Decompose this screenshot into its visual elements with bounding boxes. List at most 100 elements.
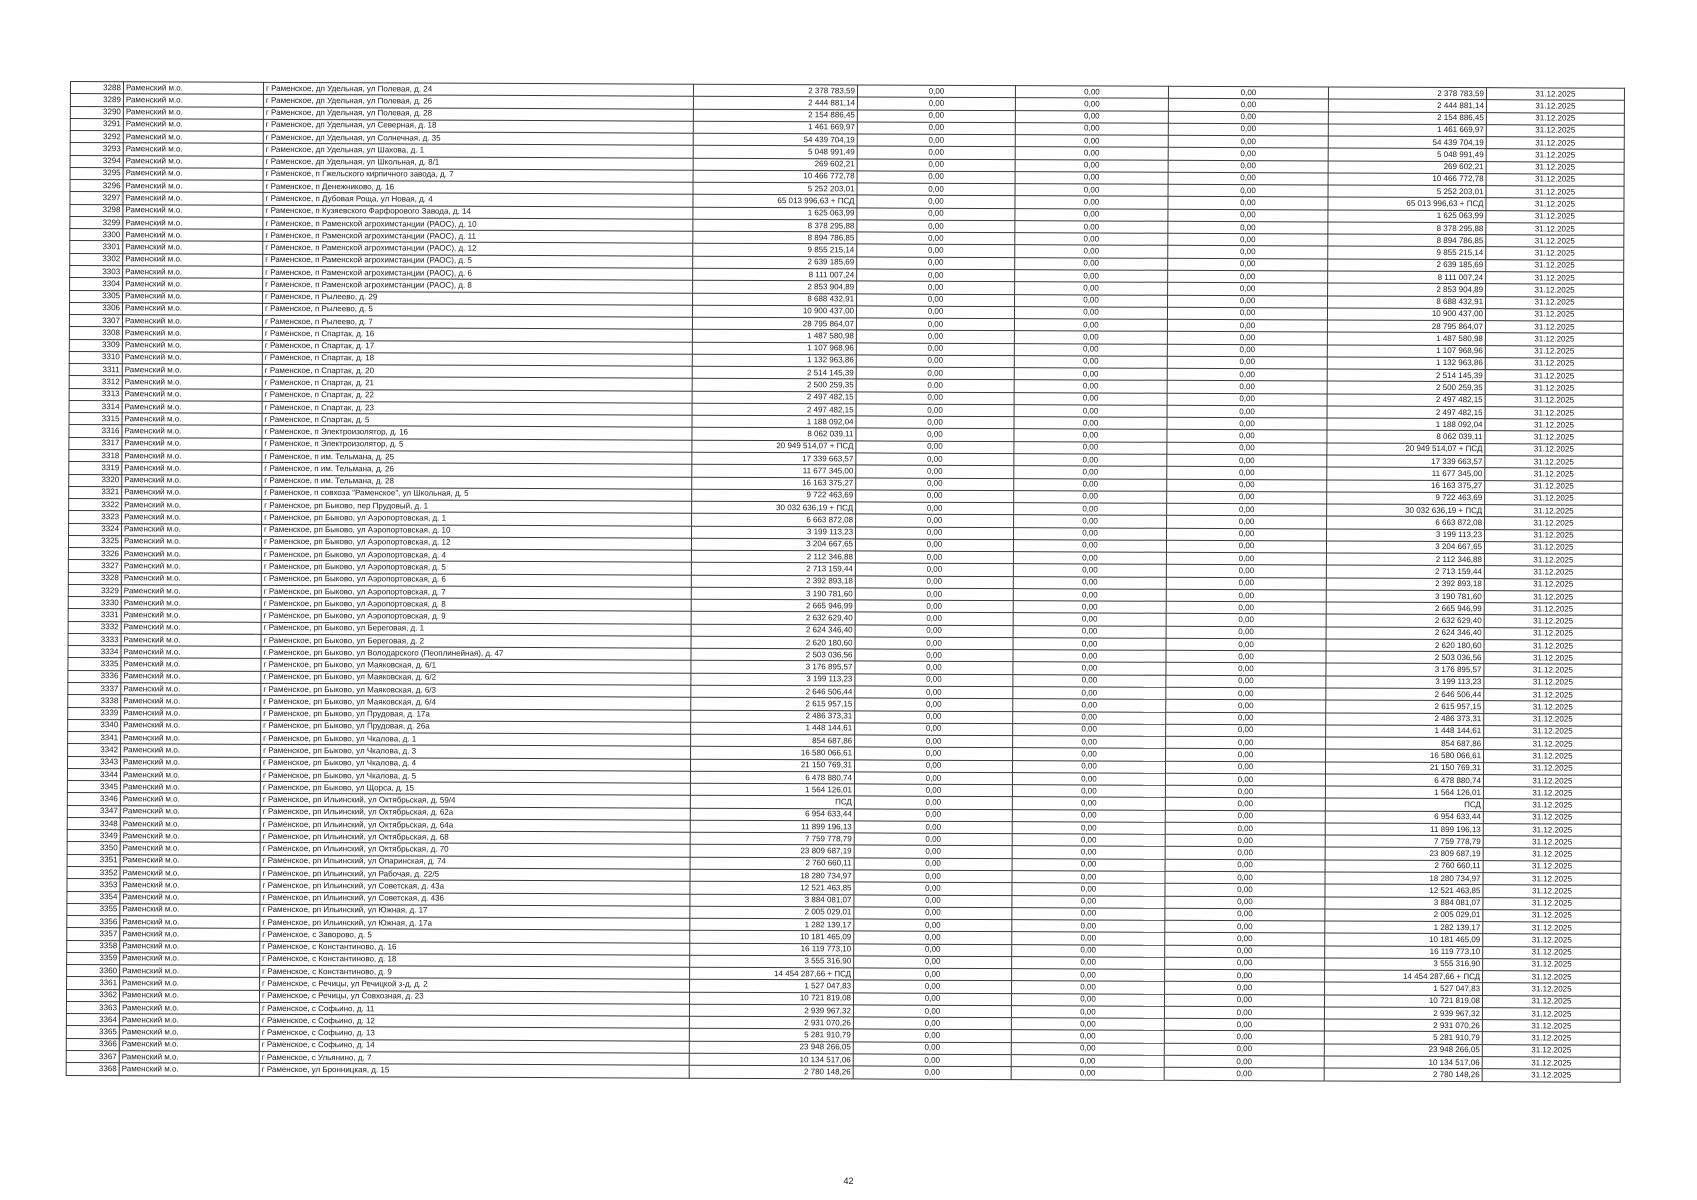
row-number-cell: 3367 (66, 1050, 120, 1063)
total-amount-cell: 12 521 463,85 (1324, 884, 1484, 898)
zero-cell-3: 0,00 (1165, 748, 1326, 762)
zero-cell-1: 0,00 (857, 97, 1016, 111)
municipality-cell: Раменский м.о. (123, 93, 264, 107)
row-number-cell: 3330 (68, 596, 122, 610)
amount-cell: 10 466 772,78 (693, 170, 858, 184)
zero-cell-1: 0,00 (853, 1017, 1012, 1031)
zero-cell-1: 0,00 (853, 943, 1012, 957)
amount-cell: 1 282 139,17 (689, 918, 854, 932)
zero-cell-2: 0,00 (1013, 502, 1167, 516)
zero-cell-3: 0,00 (1164, 1067, 1325, 1081)
municipality-cell: Раменский м.о. (122, 351, 263, 365)
municipality-cell: Раменский м.о. (119, 915, 260, 929)
zero-cell-3: 0,00 (1164, 920, 1325, 934)
deadline-date-cell: 31.12.2025 (1482, 970, 1621, 984)
zero-cell-3: 0,00 (1165, 822, 1326, 836)
row-number-cell: 3305 (69, 290, 123, 303)
row-number-cell: 3350 (67, 841, 121, 855)
amount-cell: 2 154 886,45 (693, 108, 858, 122)
zero-cell-3: 0,00 (1166, 552, 1327, 566)
zero-cell-2: 0,00 (1011, 1042, 1165, 1056)
deadline-date-cell: 31.12.2025 (1483, 848, 1622, 862)
zero-cell-3: 0,00 (1165, 859, 1326, 872)
municipality-cell: Раменский м.о. (119, 891, 260, 905)
amount-cell: 3 884 081,07 (689, 893, 854, 907)
zero-cell-1: 0,00 (856, 232, 1015, 246)
deadline-date-cell: 31.12.2025 (1485, 271, 1624, 285)
zero-cell-3: 0,00 (1164, 895, 1325, 909)
zero-cell-3: 0,00 (1165, 846, 1326, 860)
total-amount-cell: 1 188 092,04 (1326, 418, 1486, 432)
zero-cell-1: 0,00 (855, 489, 1014, 503)
zero-cell-2: 0,00 (1012, 674, 1166, 688)
row-number-cell: 3328 (68, 572, 122, 585)
amount-cell: 2 760 660,11 (690, 856, 855, 870)
zero-cell-1: 0,00 (853, 1041, 1012, 1055)
amount-cell: 10 900 437,00 (692, 304, 857, 318)
municipality-cell: Раменский м.о. (119, 1026, 260, 1040)
zero-cell-1: 0,00 (855, 624, 1014, 638)
zero-cell-1: 0,00 (854, 869, 1013, 883)
zero-cell-1: 0,00 (854, 784, 1013, 798)
total-amount-cell: 11 899 196,13 (1325, 822, 1484, 836)
deadline-date-cell: 31.12.2025 (1482, 1019, 1621, 1033)
deadline-date-cell: 31.12.2025 (1485, 210, 1624, 224)
zero-cell-3: 0,00 (1164, 883, 1326, 897)
zero-cell-3: 0,00 (1164, 993, 1325, 1007)
municipality-cell: Раменский м.о. (120, 670, 261, 684)
municipality-cell: Раменский м.о. (122, 192, 264, 205)
row-number-cell: 3315 (68, 412, 123, 426)
zero-cell-2: 0,00 (1015, 134, 1169, 148)
deadline-date-cell: 31.12.2025 (1484, 492, 1623, 506)
zero-cell-3: 0,00 (1166, 625, 1327, 639)
deadline-date-cell: 31.12.2025 (1484, 529, 1623, 543)
total-amount-cell: 2 378 783,59 (1328, 86, 1487, 100)
total-amount-cell: 1 625 063,99 (1327, 209, 1486, 223)
total-amount-cell: 3 555 316,90 (1324, 957, 1483, 971)
amount-cell: 3 199 113,23 (690, 672, 855, 686)
row-number-cell: 3332 (68, 621, 122, 634)
zero-cell-3: 0,00 (1168, 147, 1329, 161)
row-number-cell: 3321 (68, 486, 122, 499)
row-number-cell: 3324 (68, 523, 122, 536)
zero-cell-3: 0,00 (1164, 932, 1325, 946)
zero-cell-2: 0,00 (1011, 919, 1165, 933)
deadline-date-cell: 31.12.2025 (1484, 590, 1623, 604)
zero-cell-2: 0,00 (1015, 97, 1169, 111)
zero-cell-2: 0,00 (1012, 809, 1166, 823)
zero-cell-3: 0,00 (1164, 1043, 1325, 1056)
zero-cell-2: 0,00 (1013, 453, 1167, 467)
zero-cell-1: 0,00 (853, 1004, 1012, 1018)
zero-cell-1: 0,00 (856, 330, 1015, 344)
deadline-date-cell: 31.12.2025 (1486, 124, 1625, 138)
deadline-date-cell: 31.12.2025 (1482, 897, 1621, 911)
total-amount-cell: 8 378 295,88 (1327, 221, 1486, 235)
deadline-date-cell: 31.12.2025 (1485, 406, 1624, 420)
deadline-date-cell: 31.12.2025 (1484, 504, 1623, 518)
deadline-date-cell: 31.12.2025 (1482, 934, 1621, 947)
row-number-cell: 3359 (66, 952, 120, 965)
amount-cell: 3 204 667,65 (691, 538, 856, 552)
total-amount-cell: 10 466 772,78 (1328, 172, 1487, 186)
row-number-cell: 3312 (69, 375, 123, 389)
deadline-date-cell: 31.12.2025 (1484, 627, 1623, 641)
municipality-cell: Раменский м.о. (120, 695, 261, 708)
total-amount-cell: 9 722 463,69 (1326, 491, 1485, 505)
deadline-date-cell: 31.12.2025 (1484, 602, 1623, 616)
row-number-cell: 3368 (66, 1062, 120, 1076)
zero-cell-2: 0,00 (1011, 956, 1165, 970)
zero-cell-1: 0,00 (854, 796, 1013, 810)
amount-cell: 8 111 007,24 (692, 268, 857, 282)
zero-cell-1: 0,00 (855, 428, 1014, 442)
deadline-date-cell: 31.12.2025 (1485, 283, 1624, 297)
total-amount-cell: 3 190 781,60 (1326, 589, 1485, 603)
municipality-cell: Раменский м.о. (119, 1050, 260, 1064)
zero-cell-3: 0,00 (1167, 270, 1328, 284)
row-number-cell: 3326 (68, 547, 122, 561)
amount-cell: 2 514 145,39 (692, 366, 857, 380)
deadline-date-cell: 31.12.2025 (1483, 688, 1622, 702)
amount-cell: 3 555 316,90 (689, 955, 854, 969)
total-amount-cell: 3 884 081,07 (1324, 896, 1483, 910)
zero-cell-3: 0,00 (1166, 576, 1327, 590)
row-number-cell: 3345 (67, 780, 121, 794)
